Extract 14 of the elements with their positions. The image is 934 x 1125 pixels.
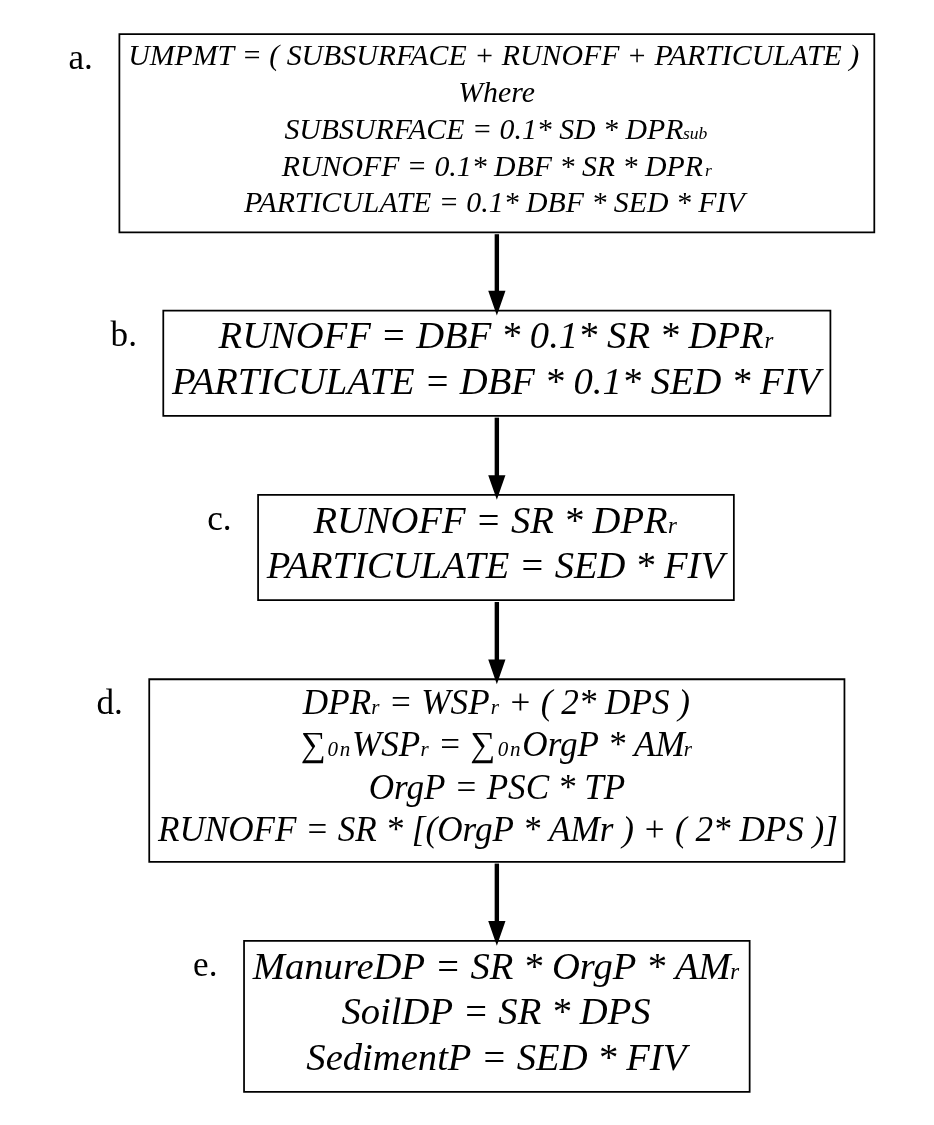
arrow <box>488 417 506 500</box>
node-label: b. <box>110 314 137 354</box>
node-label: a. <box>68 38 93 78</box>
arrow <box>488 863 506 946</box>
node-box: DPRr = WSPr + ( 2* DPS ) ∑0nWSPr = ∑0nOrgP * AMr OrgP = PSC * TP RUNOFF = SR * [(OrgP * AMr ) + ( 2* DPS )] <box>148 678 846 863</box>
node-box: UMPMT = ( SUBSURFACE + RUNOFF + PARTICULATE ) Where SUBSURFACE = 0.1* SD * DPRsub RUNOFF = 0.1* DBF * SR * DPRr PARTICULATE = 0.1* DBF * SED * FIV <box>118 33 876 234</box>
node-box: RUNOFF = DBF * 0.1* SR * DPRr PARTICULATE = DBF * 0.1* SED * FIV <box>162 309 832 417</box>
arrow <box>488 602 506 685</box>
node-label: d. <box>96 683 123 723</box>
arrow <box>488 234 506 316</box>
node-box: RUNOFF = SR * DPRr PARTICULATE = SED * FIV <box>257 494 735 602</box>
node-box: ManureDP = SR * OrgP * AMr SoilDP = SR * DPS SedimentP = SED * FIV <box>243 939 751 1093</box>
node-label: c. <box>207 499 232 539</box>
node-label: e. <box>193 944 218 984</box>
